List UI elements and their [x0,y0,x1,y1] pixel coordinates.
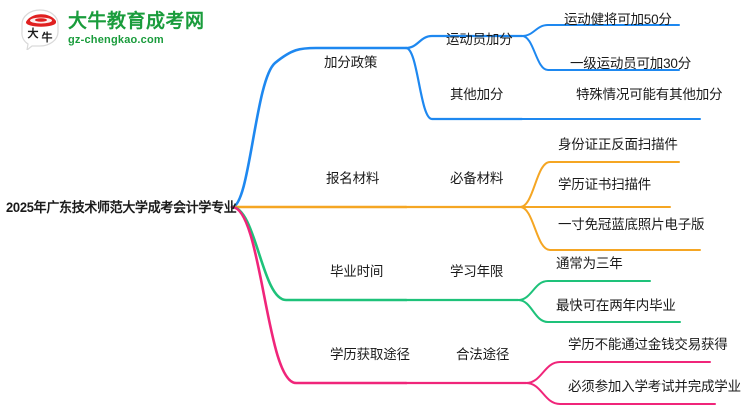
logo-title: 大牛教育成考网 [68,11,205,32]
leaf-xueli-bunengjinqian-jiaoyi[interactable]: 学历不能通过金钱交易获得 [568,337,728,352]
leaf-yundongjianjiang-50[interactable]: 运动健将可加50分 [564,12,672,27]
leaf-xuelizhengshu-saomiaojian[interactable]: 学历证书扫描件 [558,177,652,192]
svg-text:牛: 牛 [42,30,53,44]
leaf-shenfenzheng-saomiaojian[interactable]: 身份证正反面扫描件 [558,137,678,152]
branch-node-baomingcailiao[interactable]: 报名材料 [326,171,380,186]
logo-text: 大牛教育成考网 gz-chengkao.com [68,12,205,46]
central-topic[interactable]: 2025年广东技术师范大学成考会计学专业 [6,200,237,215]
subnode-yundongyuanjiafen[interactable]: 运动员加分 [446,32,513,47]
leaf-tongchangweisannian[interactable]: 通常为三年 [556,256,623,271]
leaf-bixucanjia-ruxuekaoshi[interactable]: 必须参加入学考试并完成学业 [568,379,741,394]
site-logo[interactable]: 大 牛 大牛教育成考网 gz-chengkao.com [18,8,205,52]
logo-mark-icon: 大 牛 [18,8,62,52]
subnode-bibeicailiao[interactable]: 必备材料 [450,171,504,186]
leaf-yicun-lanzhao-dianziban[interactable]: 一寸免冠蓝底照片电子版 [558,217,705,232]
leaf-yijiyundongyuan-30[interactable]: 一级运动员可加30分 [570,56,692,71]
subnode-qitajiafen[interactable]: 其他加分 [450,87,504,102]
leaf-zuikuailiangnian-biye[interactable]: 最快可在两年内毕业 [556,298,676,313]
branch-node-jiafenzhengce[interactable]: 加分政策 [324,55,378,70]
subnode-xuexinianxian[interactable]: 学习年限 [450,264,504,279]
leaf-teshuqingkuang-jiafen[interactable]: 特殊情况可能有其他加分 [576,87,723,102]
subnode-hefatujing[interactable]: 合法途径 [456,347,510,362]
svg-text:大: 大 [28,26,39,40]
logo-subtitle: gz-chengkao.com [68,34,164,46]
branch-node-biyeshijian[interactable]: 毕业时间 [330,264,384,279]
branch-node-xueliohuoqutujing[interactable]: 学历获取途径 [330,347,410,362]
